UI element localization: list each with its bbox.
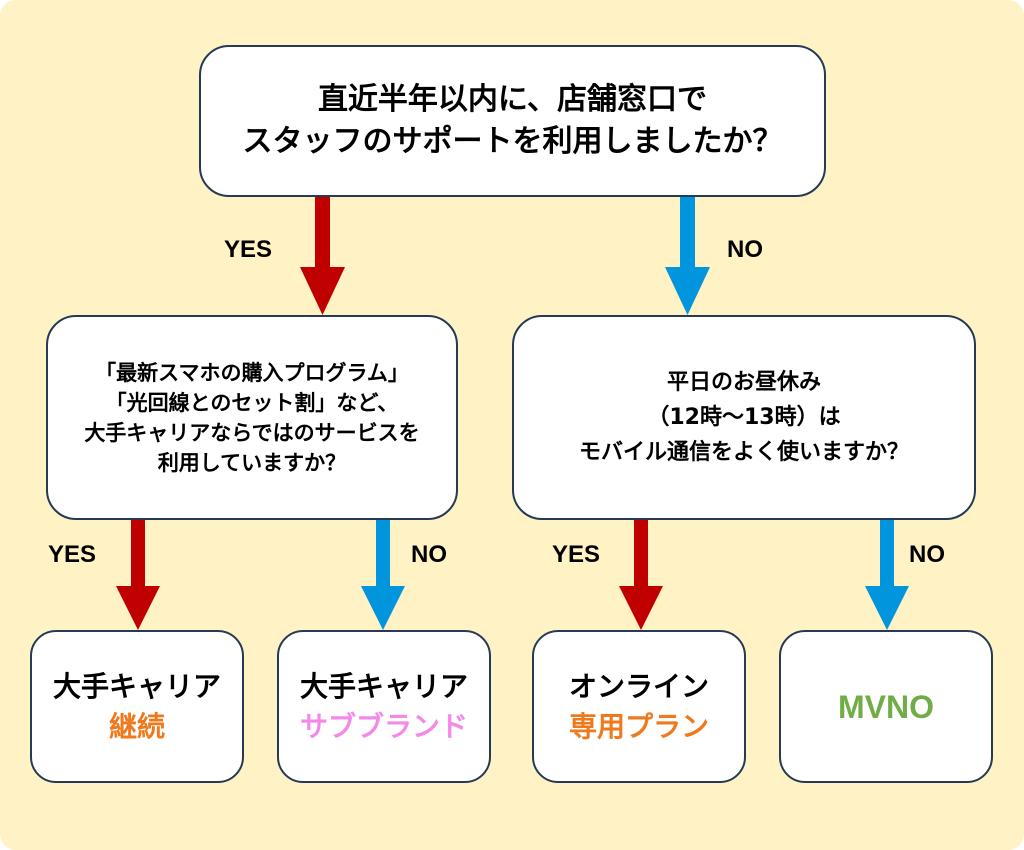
arrow-shaft bbox=[315, 197, 330, 267]
question-line: 平日のお昼休み bbox=[666, 370, 821, 395]
result-title: 大手キャリア bbox=[299, 669, 468, 703]
arrow-q3-no bbox=[865, 520, 909, 630]
arrow-q1-no bbox=[665, 197, 710, 315]
question-line: 大手キャリアならではのサービスを bbox=[84, 420, 420, 445]
edge-label-no: NO bbox=[727, 236, 763, 263]
arrow-q2-yes bbox=[116, 520, 160, 630]
arrow-shaft bbox=[680, 197, 695, 267]
question-line: 「最新スマホの購入プログラム」 bbox=[95, 360, 409, 385]
arrow-shaft bbox=[131, 520, 145, 586]
edge-label-yes: YES bbox=[48, 541, 97, 568]
question-line: モバイル通信をよく使いますか？ bbox=[578, 440, 909, 465]
arrow-q1-yes bbox=[300, 197, 345, 315]
question-line: 利用していますか？ bbox=[157, 450, 347, 475]
result-mvno: MVNO bbox=[779, 630, 993, 783]
arrow-head bbox=[116, 586, 160, 630]
question-line: 直近半年以内に、店舗窓口で bbox=[317, 82, 708, 117]
result-sub-brand: 大手キャリア サブブランド bbox=[277, 630, 491, 783]
result-online-plan: オンライン 専用プラン bbox=[532, 630, 746, 783]
edge-label-yes: YES bbox=[552, 541, 601, 568]
result-title: オンライン bbox=[568, 669, 709, 703]
arrow-head bbox=[361, 586, 405, 630]
arrow-shaft bbox=[376, 520, 390, 586]
arrow-q3-yes bbox=[619, 520, 663, 630]
edge-label-yes: YES bbox=[224, 236, 273, 263]
arrow-head bbox=[300, 267, 345, 315]
result-title: 大手キャリア bbox=[52, 669, 221, 703]
arrow-q2-no bbox=[361, 520, 405, 630]
result-major-carrier-continue: 大手キャリア 継続 bbox=[30, 630, 244, 783]
question-line: スタッフのサポートを利用しましたか？ bbox=[242, 124, 783, 159]
question-line: 「光回線とのセット割」など、 bbox=[105, 390, 399, 415]
arrow-shaft bbox=[880, 520, 894, 586]
arrow-head bbox=[865, 586, 909, 630]
result-subtitle: 継続 bbox=[108, 709, 165, 743]
result-subtitle: 専用プラン bbox=[568, 709, 709, 743]
result-title: MVNO bbox=[838, 688, 934, 725]
question-lunchtime-usage: 平日のお昼休み （12時〜13時）は モバイル通信をよく使いますか？ bbox=[512, 315, 976, 520]
edge-label-no: NO bbox=[411, 541, 447, 568]
arrow-head bbox=[619, 586, 663, 630]
edge-label-no: NO bbox=[909, 541, 945, 568]
result-subtitle: サブブランド bbox=[299, 709, 468, 743]
question-store-support: 直近半年以内に、店舗窓口で スタッフのサポートを利用しましたか？ bbox=[199, 45, 826, 197]
question-line: （12時〜13時）は bbox=[647, 405, 841, 430]
arrow-head bbox=[665, 267, 710, 315]
arrow-shaft bbox=[634, 520, 648, 586]
question-carrier-services: 「最新スマホの購入プログラム」 「光回線とのセット割」など、 大手キャリアならで… bbox=[46, 315, 458, 520]
